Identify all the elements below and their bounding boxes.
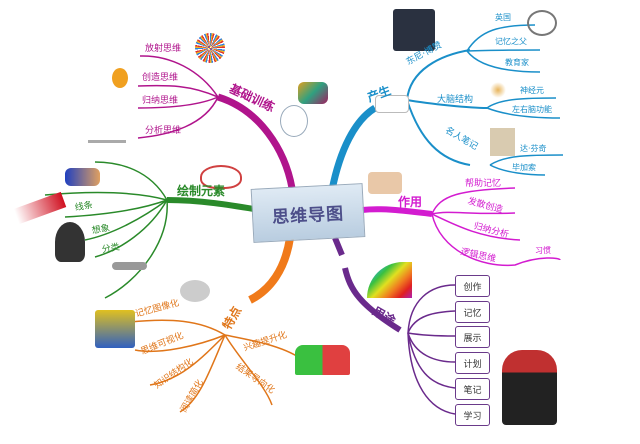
burst-image (195, 33, 225, 63)
origin-item: 毕加索 (512, 163, 536, 172)
branch-features (248, 237, 294, 304)
use-box: 记忆 (455, 301, 490, 323)
use-box: 展示 (455, 326, 490, 348)
books-image (95, 310, 135, 348)
branch-basic-training (216, 93, 296, 189)
use-box: 计划 (455, 352, 490, 374)
brain-image (527, 10, 557, 36)
use-box: 学习 (455, 404, 490, 426)
use-box: 创作 (455, 275, 490, 297)
origin-item: 达·芬奇 (520, 144, 547, 153)
neuron-image (490, 82, 506, 98)
pointing-hand-image (375, 95, 409, 113)
magnifier-figure-image (88, 122, 126, 143)
basic-training-item: 创造思维 (142, 73, 179, 83)
handshake-image (368, 172, 402, 194)
branch-uses (332, 236, 402, 333)
function-extra: 习惯 (535, 246, 551, 255)
children-image (295, 345, 350, 375)
head-image (55, 222, 85, 262)
colorful-illustration-image (298, 82, 328, 104)
notes-image (490, 128, 515, 156)
origin-item: 英国 (495, 13, 511, 22)
branch-origin (328, 105, 377, 191)
branch-label-function: 作用 (398, 195, 423, 209)
tree-image (180, 280, 210, 302)
key-image (112, 262, 147, 270)
basic-training-item: 分析思维 (145, 126, 182, 136)
origin-sub-label: 大脑结构 (437, 95, 474, 105)
central-topic: 思维导图 (250, 183, 366, 243)
origin-item: 神经元 (520, 86, 544, 95)
origin-item: 教育家 (505, 58, 529, 67)
branch-function (361, 206, 433, 217)
use-box: 笔记 (455, 378, 490, 400)
basic-training-item: 放射思维 (145, 44, 182, 54)
heart-pencil-image (200, 165, 242, 189)
portrait-image (393, 9, 435, 51)
branch-label-drawing-elements: 绘制元素 (177, 184, 226, 198)
function-item: 帮助记忆 (465, 179, 502, 189)
head-outline-image (280, 105, 308, 137)
megaphone-woman-image (502, 350, 557, 425)
lightbulb-image (112, 68, 128, 88)
basic-training-item: 归纳思维 (142, 96, 179, 106)
hand-image (65, 168, 100, 186)
branch-drawing (166, 197, 261, 213)
origin-item: 记忆之父 (495, 37, 527, 46)
origin-item: 左右脑功能 (512, 105, 552, 114)
